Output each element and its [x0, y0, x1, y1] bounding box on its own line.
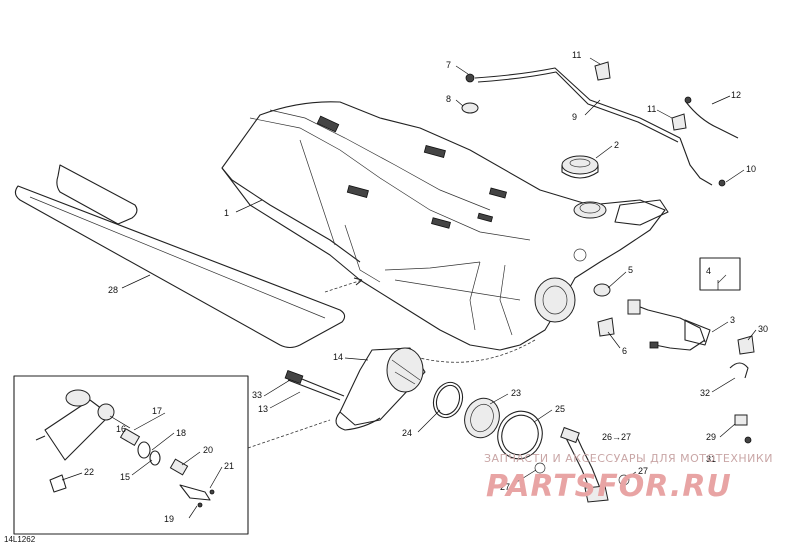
part-1-fuel-tank	[221, 101, 669, 351]
pad-arrow-head	[353, 277, 363, 286]
part-4-box	[699, 257, 741, 291]
callout-20: 20	[203, 445, 213, 455]
drawing-code: 14L1262	[4, 535, 36, 544]
callout-22: 22	[84, 467, 94, 477]
callout-16: 16	[116, 424, 126, 434]
callout-33: 33	[252, 390, 262, 400]
callout-18: 18	[176, 428, 186, 438]
callout-10: 10	[746, 164, 756, 174]
inset-detail	[13, 375, 249, 535]
callout-15: 15	[120, 472, 130, 482]
watermark-tagline: ЗАПЧАСТИ И АКСЕССУАРЫ ДЛЯ МОТОТЕХНИКИ	[484, 452, 773, 465]
callout-26: 26→27	[602, 432, 631, 442]
callout-19: 19	[164, 514, 174, 524]
callout-7: 7	[446, 60, 451, 70]
part-14-pump-module	[284, 347, 426, 431]
callout-3: 3	[730, 315, 735, 325]
callout-5: 5	[628, 265, 633, 275]
callout-6: 6	[622, 346, 627, 356]
pump-arrow-line	[419, 339, 536, 363]
inset-link-line	[247, 419, 331, 449]
callout-27-left: 27	[500, 482, 510, 492]
callout-11-mid: 11	[647, 104, 656, 114]
callout-29: 29	[706, 432, 716, 442]
callout-8: 8	[446, 94, 451, 104]
callout-24: 24	[402, 428, 412, 438]
callout-30: 30	[758, 324, 768, 334]
pad-arrow-line	[324, 279, 363, 293]
leader-lines	[61, 57, 757, 519]
callout-9: 9	[572, 112, 577, 122]
callout-23: 23	[511, 388, 521, 398]
callout-17: 17	[152, 406, 162, 416]
callout-32: 32	[700, 388, 710, 398]
callout-21: 21	[224, 461, 234, 471]
callout-4: 4	[706, 266, 711, 276]
callout-labels: 1 2 3 4 5 6 7 8 9 10 11 11 12 13 14 15 1…	[84, 50, 768, 524]
callout-1: 1	[224, 208, 229, 218]
part-29-clip	[734, 414, 752, 444]
callout-28: 28	[108, 285, 118, 295]
part-26-fuel-line	[534, 426, 630, 503]
callout-11-top: 11	[572, 50, 581, 60]
vent-hose-assembly	[461, 61, 739, 187]
watermark-brand: PARTSFOR.RU	[486, 469, 732, 504]
callout-27-right: 27	[638, 466, 648, 476]
part-2-fuel-cap	[561, 155, 599, 179]
sealing-rings	[432, 381, 543, 460]
sensor-harness	[593, 283, 755, 379]
callout-2: 2	[614, 140, 619, 150]
watermark: ЗАПЧАСТИ И АКСЕССУАРЫ ДЛЯ МОТОТЕХНИКИ PA…	[484, 452, 773, 504]
callout-25: 25	[555, 404, 565, 414]
callout-14: 14	[333, 352, 343, 362]
part-28-pad	[14, 164, 346, 349]
callout-31: 31	[706, 454, 716, 464]
callout-13: 13	[258, 404, 268, 414]
callout-12: 12	[731, 90, 741, 100]
